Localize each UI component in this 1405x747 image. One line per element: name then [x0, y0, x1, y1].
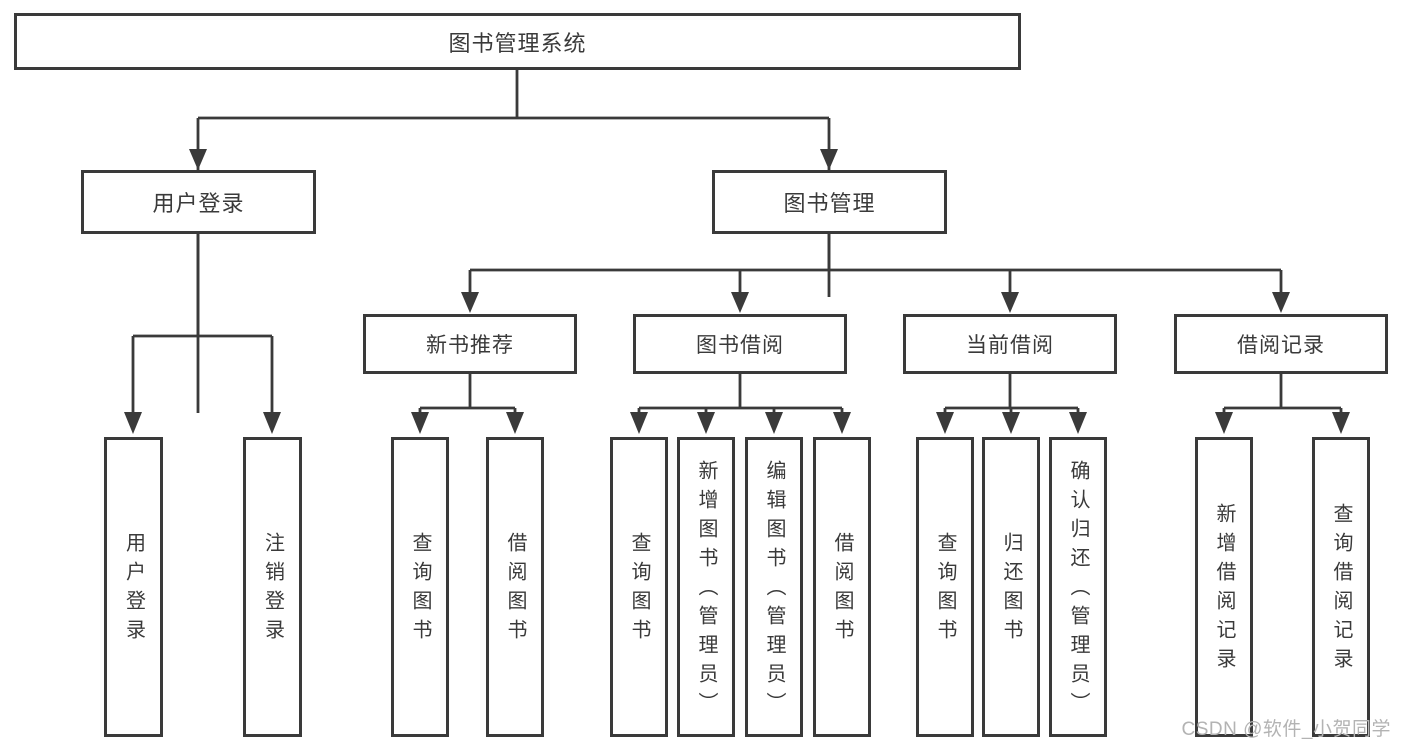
arrow-down-icon [630, 412, 648, 434]
leaf-current-query-books: 查询图书 [916, 437, 974, 737]
arrow-down-icon [765, 412, 783, 434]
edge-line [131, 234, 274, 413]
arrow-down-icon [1002, 412, 1020, 434]
edge-line [468, 234, 1283, 294]
edge-line [637, 374, 844, 413]
leaf-borrow-add-books-admin: 新增图书（管理员） [677, 437, 735, 737]
node-current-borrow: 当前借阅 [903, 314, 1117, 374]
edge-new-books-children [418, 374, 517, 413]
edge-line [196, 70, 831, 413]
edge-line [1222, 374, 1343, 413]
node-root: 图书管理系统 [14, 13, 1021, 70]
leaf-newbooks-borrow-books: 借阅图书 [486, 437, 544, 737]
leaf-current-confirm-return-admin: 确认归还（管理员） [1049, 437, 1107, 737]
leaf-newbooks-query-books: 查询图书 [391, 437, 449, 737]
arrow-down-icon [263, 412, 281, 434]
edge-line [418, 374, 517, 413]
leaf-user-login: 用户登录 [104, 437, 163, 737]
arrow-down-icon [1332, 412, 1350, 434]
arrow-down-icon [833, 412, 851, 434]
edge-current-borrow-children [943, 374, 1080, 413]
arrow-down-icon [697, 412, 715, 434]
arrow-down-icon [461, 292, 479, 313]
node-user-login: 用户登录 [81, 170, 316, 234]
leaf-records-query-record: 查询借阅记录 [1312, 437, 1370, 737]
arrow-down-icon [124, 412, 142, 434]
node-new-books: 新书推荐 [363, 314, 577, 374]
leaf-borrow-query-books: 查询图书 [610, 437, 668, 737]
edge-line [943, 374, 1080, 413]
csdn-watermark: CSDN @软件_小贺同学 [1181, 719, 1391, 740]
arrow-down-icon [1001, 292, 1019, 313]
arrow-down-icon [1272, 292, 1290, 313]
edge-book-borrow-children [637, 374, 844, 413]
leaf-records-add-record: 新增借阅记录 [1195, 437, 1253, 737]
arrow-down-icon [820, 149, 838, 170]
arrow-down-icon [411, 412, 429, 434]
edge-borrow-records-children [1222, 374, 1343, 413]
edge-book-mgmt-children [468, 234, 1283, 294]
leaf-current-return-books: 归还图书 [982, 437, 1040, 737]
node-book-borrow: 图书借阅 [633, 314, 847, 374]
edge-user-login-children [131, 234, 274, 413]
arrow-down-icon [731, 292, 749, 313]
arrow-down-icon [506, 412, 524, 434]
arrow-down-icon [1069, 412, 1087, 434]
arrow-down-icon [189, 149, 207, 170]
node-book-mgmt: 图书管理 [712, 170, 947, 234]
arrow-down-icon [936, 412, 954, 434]
leaf-borrow-edit-books-admin: 编辑图书（管理员） [745, 437, 803, 737]
edge-root-to-level2 [196, 70, 831, 413]
node-borrow-records: 借阅记录 [1174, 314, 1388, 374]
leaf-logout: 注销登录 [243, 437, 302, 737]
arrow-down-icon [1215, 412, 1233, 434]
leaf-borrow-borrow-books: 借阅图书 [813, 437, 871, 737]
